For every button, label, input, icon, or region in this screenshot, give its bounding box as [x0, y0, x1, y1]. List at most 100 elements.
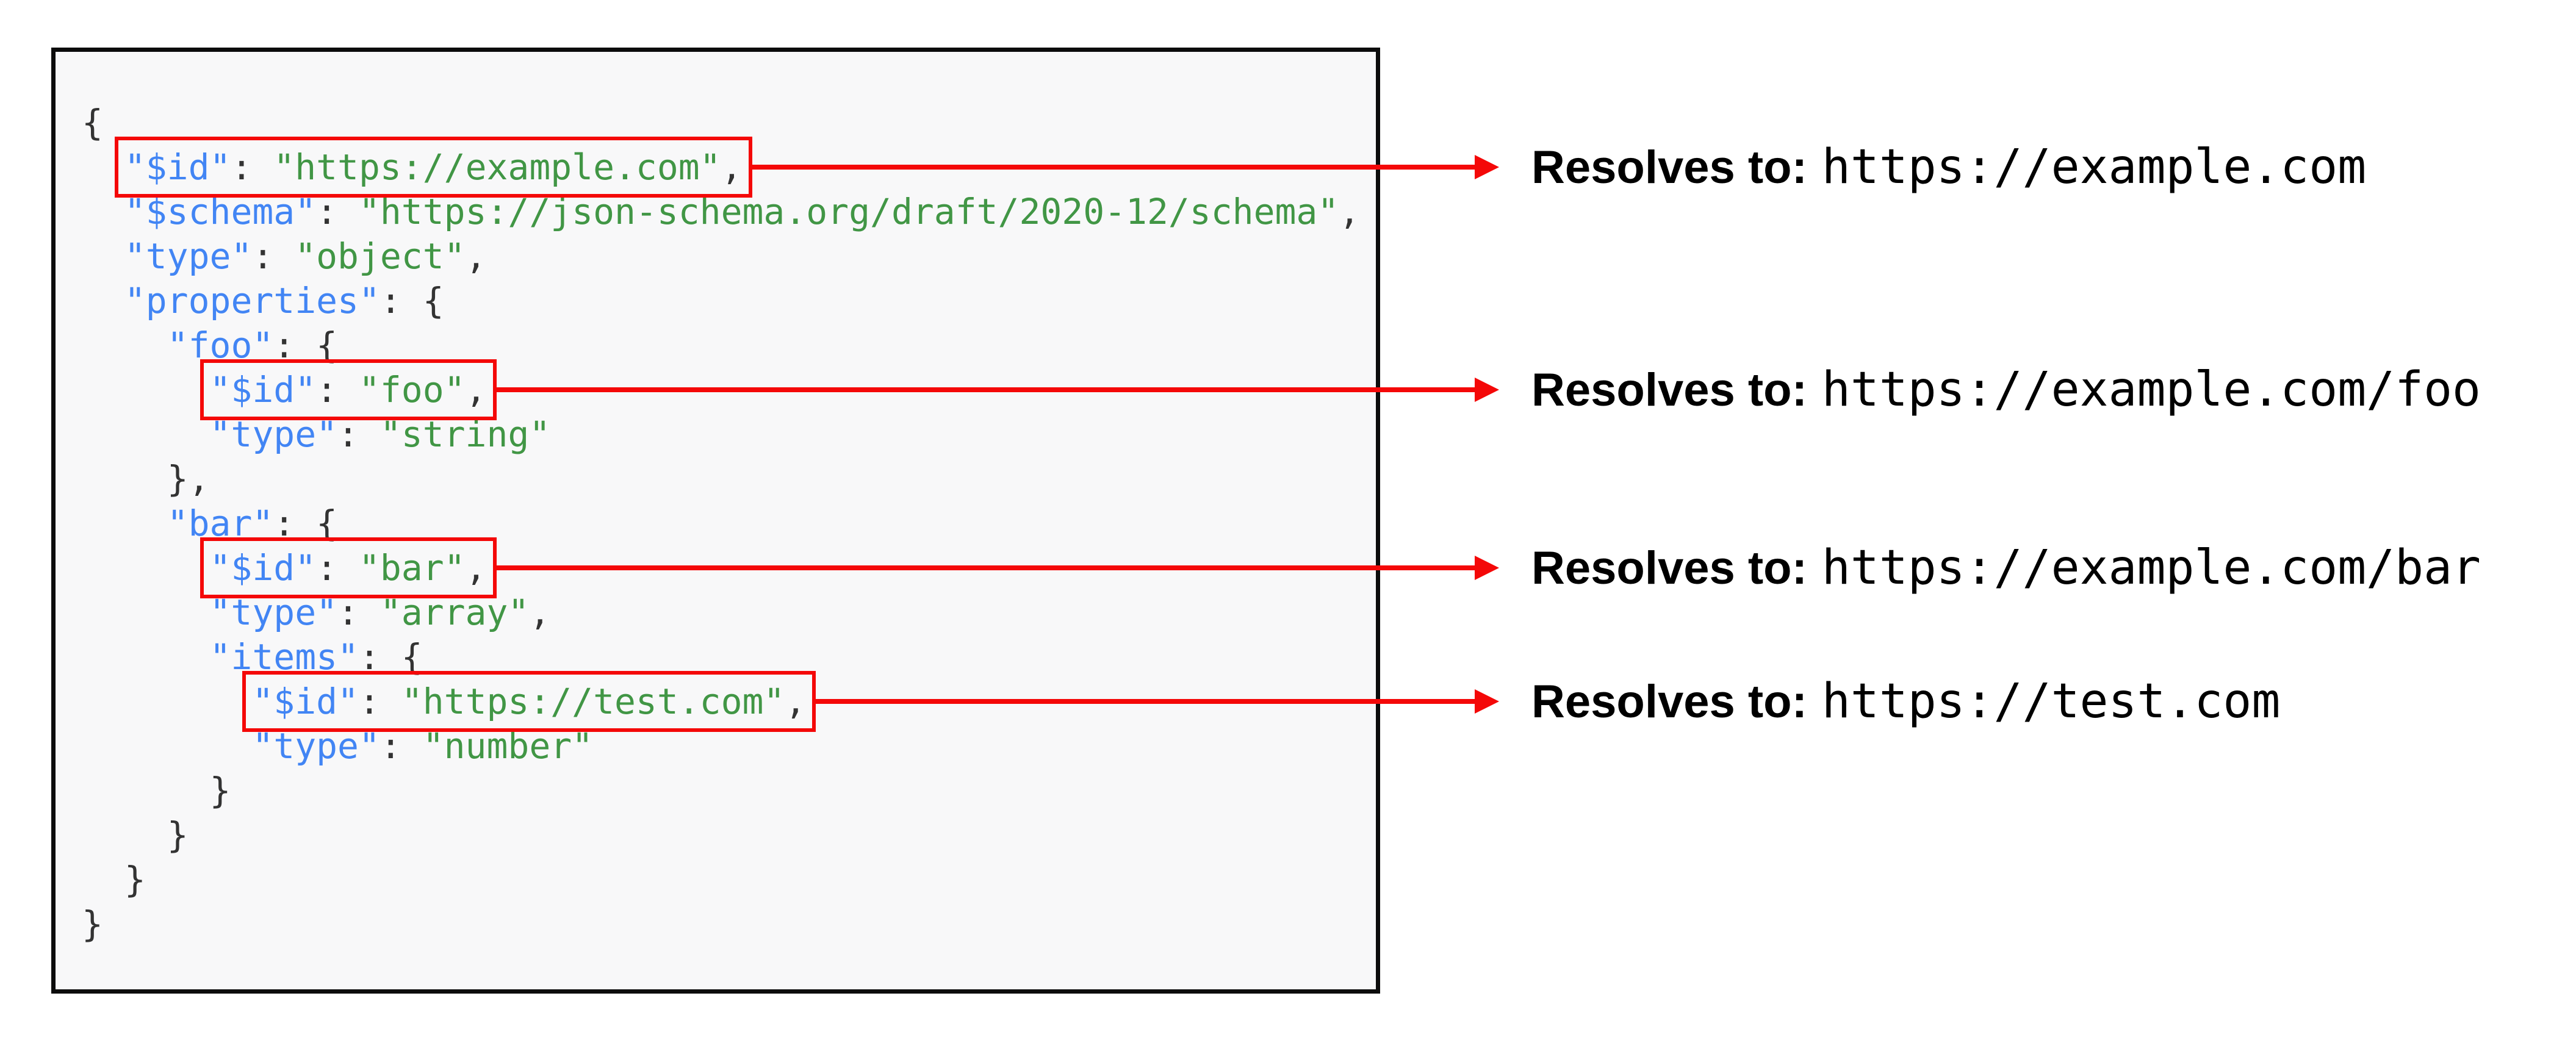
code-token: ,: [721, 146, 743, 188]
code-token: "https://example.com": [273, 146, 721, 188]
code-indent: [82, 503, 167, 544]
code-token: "$id": [124, 146, 231, 188]
code-token: "foo": [167, 324, 274, 366]
code-token: "type": [124, 235, 253, 277]
code-line: "bar": {: [82, 501, 1376, 546]
code-line: {: [82, 101, 1376, 145]
code-token: : {: [358, 636, 423, 678]
resolves-annotation: Resolves to: https://example.com: [752, 134, 2367, 201]
resolved-url-value: https://test.com: [1821, 674, 2281, 729]
code-token: "type": [252, 725, 380, 767]
resolves-to-label: Resolves to:: [1531, 542, 1807, 594]
code-indent: [82, 146, 124, 188]
resolves-to-label: Resolves to:: [1531, 142, 1807, 193]
resolves-annotation: Resolves to: https://example.com/foo: [496, 356, 2481, 423]
code-token: :: [316, 547, 359, 589]
code-indent: [82, 681, 252, 722]
code-token: ,: [1339, 191, 1361, 232]
code-line: }: [82, 769, 1376, 813]
arrow-right-icon: [1475, 556, 1499, 580]
json-schema-code-panel: { "$id": "https://example.com", "$schema…: [51, 48, 1380, 994]
code-token: ,: [465, 547, 487, 589]
code-indent: [82, 191, 124, 232]
code-token: "bar": [358, 547, 466, 589]
code-line: "properties": {: [82, 279, 1376, 323]
resolves-to-label: Resolves to:: [1531, 364, 1807, 416]
code-token: {: [82, 102, 103, 143]
code-line: },: [82, 457, 1376, 501]
code-token: "$id": [209, 369, 317, 410]
code-token: "string": [380, 414, 551, 455]
code-token: "array": [380, 592, 530, 633]
code-token: "number": [422, 725, 594, 767]
resolves-annotation: Resolves to:https://test.com: [816, 668, 2280, 735]
code-token: ,: [465, 369, 487, 410]
arrow-right-icon: [1475, 689, 1499, 714]
code-token: :: [380, 725, 423, 767]
code-token: "items": [209, 636, 359, 678]
annotation-text: Resolves to:https://example.com/bar: [1531, 540, 2481, 595]
arrow-line: [816, 699, 1475, 704]
code-token: :: [337, 592, 380, 633]
code-line: "type": "object",: [82, 234, 1376, 279]
code-token: "bar": [167, 503, 274, 544]
code-token: "$id": [252, 681, 359, 722]
code-token: "https://json-schema.org/draft/2020-12/s…: [358, 191, 1339, 232]
code-token: :: [316, 369, 359, 410]
code-line: "items": {: [82, 635, 1376, 679]
annotation-text: Resolves to:https://test.com: [1531, 674, 2280, 729]
arrow-right-icon: [1475, 378, 1499, 402]
resolved-url-value: https://example.com: [1821, 140, 2367, 195]
code-token: "$id": [209, 547, 317, 589]
code-token: : {: [273, 324, 338, 366]
id-highlight-box: "$id": "https://example.com",: [114, 137, 752, 198]
json-code: { "$id": "https://example.com", "$schema…: [56, 52, 1376, 947]
code-line: "$schema": "https://json-schema.org/draf…: [82, 190, 1376, 234]
code-token: },: [167, 458, 210, 500]
code-token: "type": [209, 414, 338, 455]
code-indent: [82, 458, 167, 500]
code-line: "$id": "https://example.com",: [82, 137, 1376, 198]
code-token: ,: [465, 235, 487, 277]
code-line: "type": "number": [82, 724, 1376, 769]
code-indent: [82, 725, 252, 767]
code-token: ,: [529, 592, 551, 633]
code-line: "type": "array",: [82, 590, 1376, 635]
code-token: "foo": [358, 369, 466, 410]
code-line: }: [82, 813, 1376, 858]
resolved-url-value: https://example.com/foo: [1821, 362, 2481, 417]
code-token: : {: [380, 280, 444, 321]
code-indent: [82, 280, 124, 321]
code-token: "type": [209, 592, 338, 633]
code-token: }: [82, 903, 103, 945]
code-token: ,: [785, 681, 807, 722]
code-token: "properties": [124, 280, 380, 321]
code-indent: [82, 324, 167, 366]
arrow-line: [496, 387, 1475, 392]
code-token: }: [167, 814, 189, 856]
code-token: :: [358, 681, 401, 722]
code-token: :: [337, 414, 380, 455]
code-line: }: [82, 902, 1376, 947]
code-indent: [82, 770, 210, 811]
arrow-line: [496, 565, 1475, 570]
id-highlight-box: "$id": "bar",: [200, 537, 497, 598]
code-token: : {: [273, 503, 338, 544]
arrow-line: [752, 165, 1475, 170]
code-token: "object": [295, 235, 466, 277]
code-line: "$id": "bar",: [82, 537, 1376, 598]
arrow-right-icon: [1475, 155, 1499, 179]
resolves-annotation: Resolves to:https://example.com/bar: [496, 534, 2481, 601]
code-line: "foo": {: [82, 323, 1376, 368]
code-token: :: [231, 146, 274, 188]
code-token: :: [252, 235, 295, 277]
code-indent: [82, 235, 124, 277]
code-indent: [82, 369, 210, 410]
code-indent: [82, 414, 210, 455]
code-token: }: [209, 770, 231, 811]
code-token: "$schema": [124, 191, 317, 232]
id-highlight-box: "$id": "foo",: [200, 359, 497, 420]
code-token: "https://test.com": [401, 681, 785, 722]
code-token: }: [124, 859, 146, 900]
